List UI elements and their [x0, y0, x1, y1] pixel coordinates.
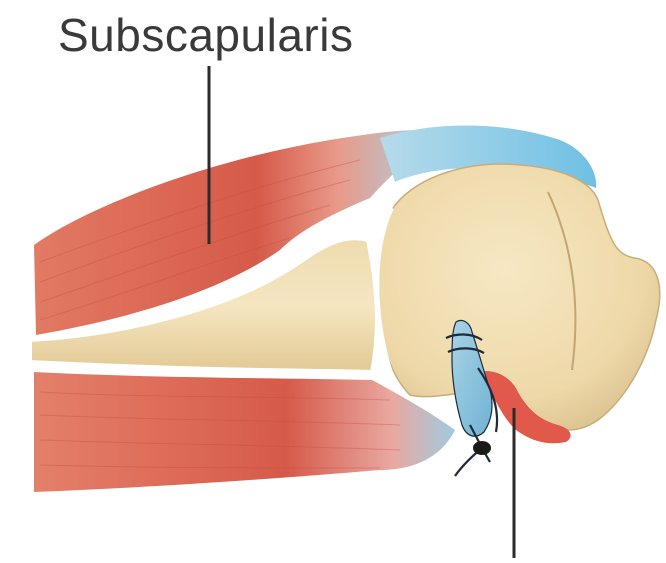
- humeral-head: [377, 164, 659, 430]
- suture-knot: [473, 441, 491, 455]
- subscapularis-label: Subscapularis: [58, 8, 353, 62]
- subscapularis-muscle-lower: [34, 372, 455, 492]
